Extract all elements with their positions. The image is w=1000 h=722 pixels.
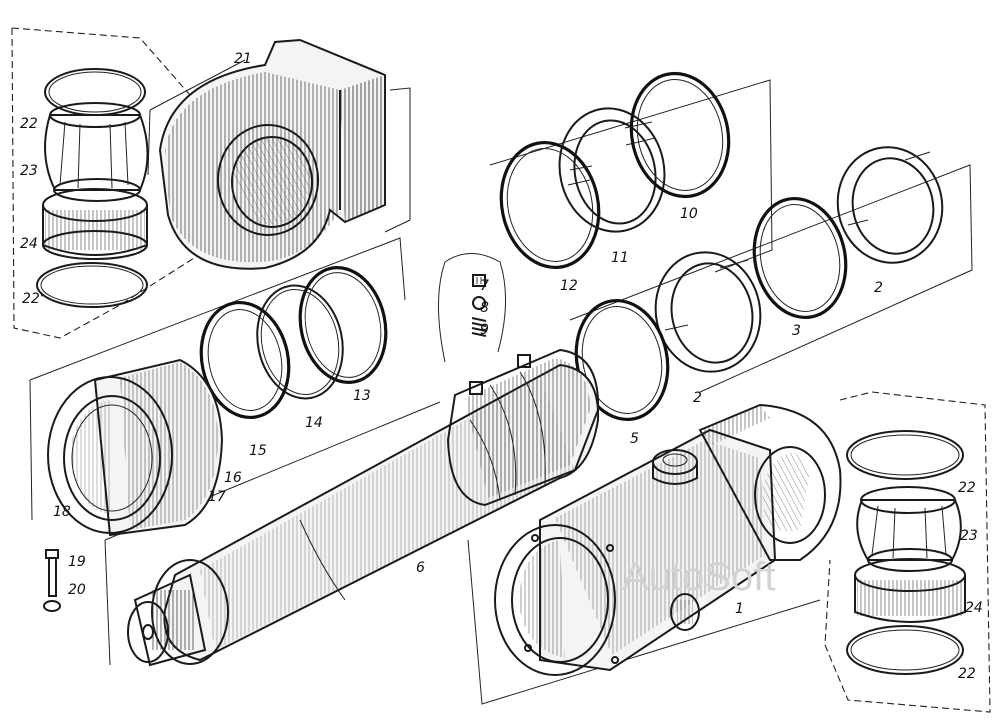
bushing-11 xyxy=(558,107,666,233)
ring-5 xyxy=(574,298,670,422)
label-22-d: 22 xyxy=(958,666,976,682)
label-19: 19 xyxy=(68,554,86,570)
ring-12 xyxy=(499,140,601,270)
bushing-24-right xyxy=(854,558,966,623)
label-23-b: 23 xyxy=(960,528,978,544)
label-17: 17 xyxy=(208,489,226,505)
label-5: 5 xyxy=(630,431,639,447)
group-outline-top-left xyxy=(11,27,211,339)
spring-9 xyxy=(471,317,487,337)
label-22-c: 22 xyxy=(958,480,976,496)
ball-8 xyxy=(472,296,486,310)
label-2-a: 2 xyxy=(874,280,883,296)
label-6: 6 xyxy=(416,560,425,576)
label-3: 3 xyxy=(792,323,801,339)
label-11: 11 xyxy=(611,250,629,266)
ring-14 xyxy=(256,284,344,400)
label-22-prime: 22' xyxy=(22,291,44,307)
label-7: 7 xyxy=(480,278,489,294)
spherical-bushing-23-top-left xyxy=(44,102,149,202)
cover-16-17-18 xyxy=(47,358,224,537)
cylinder-body-1 xyxy=(494,403,842,676)
ring-15 xyxy=(199,300,291,420)
label-22-a: 22 xyxy=(20,116,38,132)
bushing-2-middle xyxy=(654,251,762,373)
eye-lug-21 xyxy=(158,38,386,270)
label-15: 15 xyxy=(249,443,267,459)
label-23-a: 23 xyxy=(20,163,38,179)
label-20: 20 xyxy=(68,582,86,598)
label-18: 18 xyxy=(53,504,71,520)
label-9: 9 xyxy=(480,322,489,338)
label-13: 13 xyxy=(353,388,371,404)
bushing-24-top-left xyxy=(42,188,148,260)
label-16: 16 xyxy=(224,470,242,486)
spherical-bushing-23-right xyxy=(856,486,962,572)
group-outline-right xyxy=(824,391,991,713)
ring-10 xyxy=(629,71,731,199)
nut-7 xyxy=(472,274,486,287)
label-12: 12 xyxy=(560,278,578,294)
bolt-19 xyxy=(45,549,59,597)
label-14: 14 xyxy=(305,415,323,431)
label-10: 10 xyxy=(680,206,698,222)
ring-3 xyxy=(752,196,848,320)
piston-rod-6 xyxy=(127,348,600,667)
label-24-b: 24 xyxy=(965,600,983,616)
label-1: 1 xyxy=(735,601,744,617)
ring-22-right-upper xyxy=(846,430,964,480)
watermark: AutoSoft xyxy=(622,555,775,599)
label-2-b: 2 xyxy=(693,390,702,406)
ring-22-right-lower xyxy=(846,625,964,675)
ring-13 xyxy=(298,265,388,385)
label-24-a: 24 xyxy=(20,236,38,252)
washer-20 xyxy=(43,600,61,612)
callout-bubble-7-9 xyxy=(438,253,506,363)
ring-22-prime xyxy=(36,262,148,308)
bushing-2-right xyxy=(836,146,944,264)
label-8: 8 xyxy=(480,300,489,316)
label-21: 21 xyxy=(234,51,252,67)
